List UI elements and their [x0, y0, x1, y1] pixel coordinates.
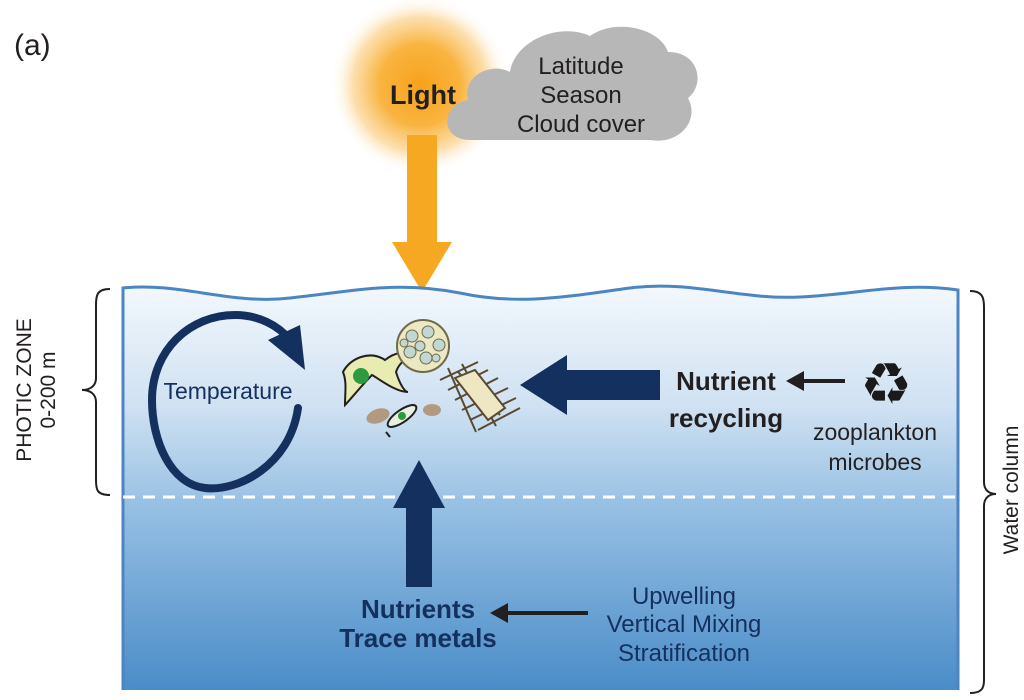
mixing-line-vertical: Vertical Mixing — [607, 611, 762, 638]
mixing-line-upwelling: Upwelling — [632, 583, 736, 610]
panel-label: (a) — [14, 29, 51, 62]
recycle-icon: ♻ — [860, 352, 912, 417]
water-body — [123, 286, 958, 690]
recyclers-line1: zooplankton — [813, 419, 937, 445]
recycling-arrow — [520, 355, 660, 415]
water-column-bracket — [969, 290, 997, 694]
water-surface-line — [121, 284, 960, 690]
recycling-label-line2: recycling — [669, 403, 783, 433]
photic-zone-label: PHOTIC ZONE — [13, 318, 36, 462]
cloud-line-cloud-cover: Cloud cover — [517, 111, 645, 138]
cloud-icon — [447, 26, 698, 141]
recycling-label-line1: Nutrient — [676, 366, 776, 396]
temperature-label: Temperature — [163, 378, 292, 404]
nutrients-label-line1: Nutrients — [361, 594, 475, 624]
mixing-line-stratification: Stratification — [618, 640, 750, 667]
nutrients-label-line2: Trace metals — [339, 623, 497, 653]
cloud-line-latitude: Latitude — [538, 53, 623, 80]
phytoplankton-icon — [341, 319, 521, 438]
recyclers-line2: microbes — [828, 449, 921, 475]
cloud-line-season: Season — [540, 82, 621, 109]
photic-zone-bracket — [81, 288, 111, 496]
water-column-label: Water column — [1000, 426, 1023, 555]
temperature-cycle-arrow — [147, 310, 305, 493]
sun-label: Light — [390, 80, 456, 110]
light-arrow — [392, 135, 452, 292]
photic-zone-depth: 0-200 m — [37, 351, 60, 428]
nutrients-up-arrow — [393, 460, 445, 587]
